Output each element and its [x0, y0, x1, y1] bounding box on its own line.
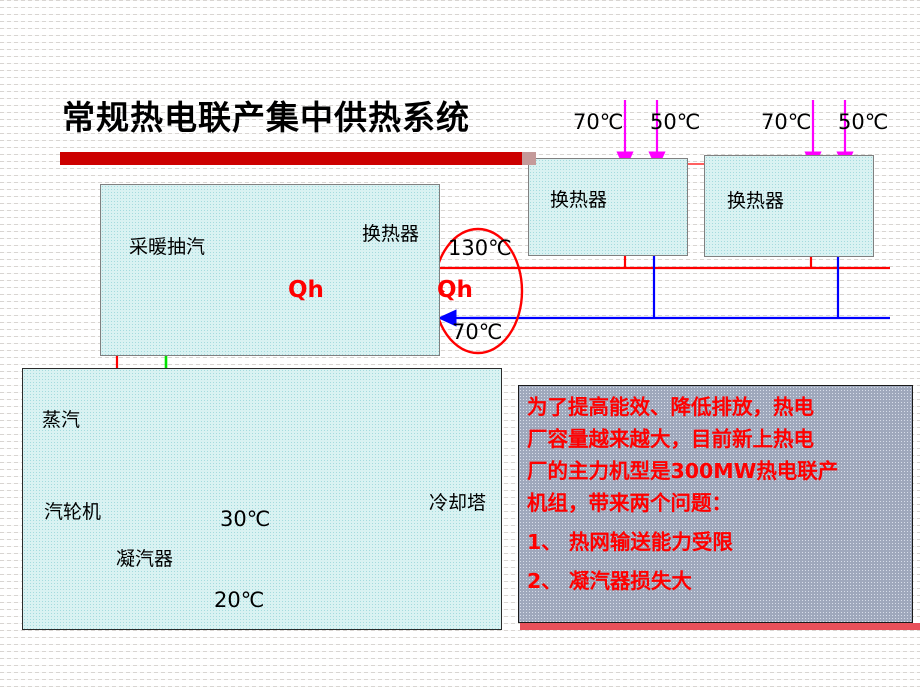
temp-building2-supply: 70℃ — [761, 110, 812, 134]
notes-text-body: 为了提高能效、降低排放，热电 厂容量越来越大，目前新上热电 厂的主力机型是300… — [519, 386, 912, 596]
notes-paragraph-4: 机组，带来两个问题： — [527, 491, 732, 515]
notes-paragraph-2: 厂容量越来越大，目前新上热电 — [527, 427, 814, 451]
notes-paragraph-1: 为了提高能效、降低排放，热电 — [527, 395, 814, 419]
page-title: 常规热电联产集中供热系统 — [62, 98, 470, 137]
temp-return-main: 70℃ — [452, 320, 503, 344]
label-steam-inlet: 蒸汽 — [42, 409, 81, 431]
label-heat-exchanger-2: 换热器 — [727, 190, 785, 212]
notes-paragraph-3: 厂的主力机型是300MW热电联产 — [527, 456, 904, 486]
temp-cooling-water-out: 30℃ — [220, 507, 271, 531]
label-heat-exchanger-main: 换热器 — [362, 223, 420, 245]
flow-label-qh-right: Qh — [437, 277, 473, 303]
notes-paragraph-3-post: 热电联产 — [756, 459, 839, 483]
title-underline-rule — [60, 152, 522, 165]
notes-item-1: 1、 热网输送能力受限 — [527, 530, 733, 554]
notes-paragraph-3-pre: 厂的主力机型是 — [527, 459, 671, 483]
temp-building1-supply: 70℃ — [573, 110, 624, 134]
bottom-accent-rule — [520, 623, 920, 630]
label-condenser: 凝汽器 — [116, 548, 174, 570]
temp-building2-return: 50℃ — [838, 110, 889, 134]
notes-panel: 为了提高能效、降低排放，热电 厂容量越来越大，目前新上热电 厂的主力机型是300… — [518, 385, 913, 623]
label-cooling-tower: 冷却塔 — [429, 492, 487, 514]
temp-cooling-water-in: 20℃ — [214, 588, 265, 612]
extraction-heating-panel — [100, 184, 440, 356]
label-heat-exchanger-1: 换热器 — [550, 189, 608, 211]
flow-label-qh-left: Qh — [288, 277, 324, 303]
temp-supply-main: 130℃ — [448, 236, 512, 260]
notes-capacity-highlight: 300MW — [670, 459, 757, 483]
label-extraction-steam: 采暖抽汽 — [129, 236, 206, 258]
temp-building1-return: 50℃ — [650, 110, 701, 134]
notes-item-2: 2、 凝汽器损失大 — [527, 569, 692, 593]
title-underline-cap — [522, 152, 536, 165]
label-steam-turbine: 汽轮机 — [44, 501, 102, 523]
